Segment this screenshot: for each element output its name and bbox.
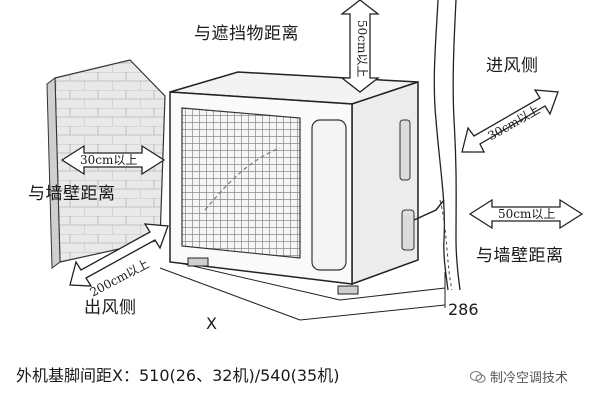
outlet-side-label: 出风侧 [84,298,137,318]
right-clearance-arrow [468,198,584,230]
inlet-side-label: 进风侧 [486,56,539,76]
fan-grille [181,107,301,259]
outdoor-unit [169,71,445,295]
floor-dimensions [159,262,446,321]
service-panel [311,119,347,271]
front-clearance-arrow [69,223,169,287]
right-wall-pipe [433,0,461,291]
watermark: 制冷空调技术 [470,370,568,387]
right-wall-distance-label: 与墙壁距离 [476,246,564,266]
wechat-icon [470,370,486,387]
left-wall-distance-label: 与墙壁距离 [28,184,116,204]
unit-foot [187,257,209,267]
dimension-depth-label: 286 [448,300,479,319]
spacing-caption: 外机基脚间距X：510(26、32机)/540(35机) [16,366,340,385]
pipe-connection [401,209,415,251]
watermark-text: 制冷空调技术 [490,371,569,386]
right-clearance-label: 50cm以上 [498,207,556,221]
obstacle-distance-label: 与遮挡物距离 [194,24,299,44]
top-clearance-arrow [340,0,380,93]
unit-foot [337,285,359,295]
left-clearance-arrow [60,144,166,176]
dimension-x-label: X [206,314,217,333]
left-clearance-label: 30cm以上 [80,153,138,167]
valve-cover [399,119,411,181]
top-clearance-label: 50cm以上 [355,20,369,78]
inlet-clearance-arrow [461,89,559,153]
airflow-arrow [204,147,281,211]
